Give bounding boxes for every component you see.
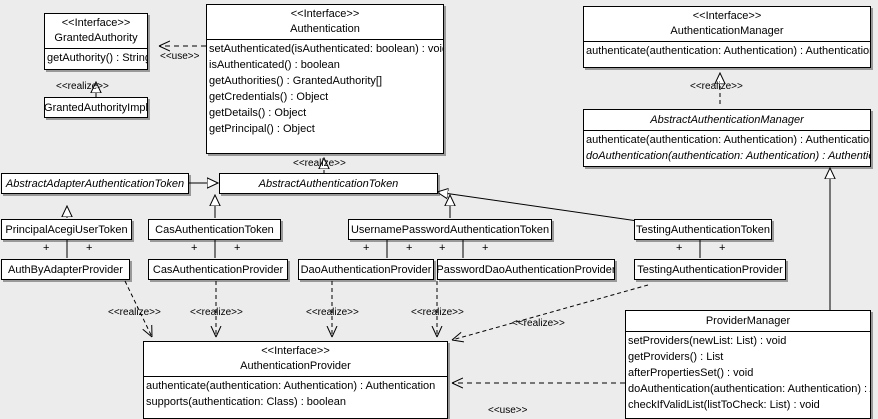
divider	[144, 376, 447, 377]
edge-label-use-granted-authority: <<use>>	[160, 51, 200, 62]
association-marker-plus: +	[86, 242, 93, 254]
class-name-cas-authentication-token: CasAuthenticationToken	[155, 223, 274, 236]
member-do-authentication: doAuthentication(authentication: Authent…	[586, 150, 871, 162]
class-header-authentication-provider: <<Interface>> AuthenticationProvider	[144, 342, 447, 376]
class-name-authentication-manager: AuthenticationManager	[670, 25, 784, 37]
class-box-granted-authority-impl[interactable]: GrantedAuthorityImpl	[44, 97, 148, 118]
class-name-granted-authority: GrantedAuthority	[54, 32, 138, 44]
class-box-cas-authentication-provider[interactable]: CasAuthenticationProvider	[148, 259, 288, 280]
class-box-auth-by-adapter-provider[interactable]: AuthByAdapterProvider	[1, 259, 130, 280]
stereotype-interface: <<Interface>>	[692, 10, 762, 22]
class-name-authentication-provider: AuthenticationProvider	[240, 360, 351, 372]
member-supports: supports(authentication: Class) : boolea…	[146, 396, 346, 408]
class-box-testing-authentication-token[interactable]: TestingAuthenticationToken	[634, 219, 772, 240]
class-name-abstract-authentication-manager: AbstractAuthenticationManager	[650, 114, 804, 126]
member-list-granted-authority: getAuthority() : String	[45, 49, 147, 67]
class-name-authentication: Authentication	[290, 23, 360, 35]
member-check-if-valid-list: checkIfValidList(listToCheck: List) : vo…	[628, 399, 820, 411]
edge-label-realize-provider-1: <<realize>>	[108, 307, 161, 318]
class-box-abstract-authentication-manager[interactable]: AbstractAuthenticationManager authentica…	[583, 109, 871, 167]
class-name-username-password-authentication-token: UsernamePasswordAuthenticationToken	[350, 223, 550, 236]
member-authenticate: authenticate(authentication: Authenticat…	[146, 380, 436, 392]
member-list-provider-manager: setProviders(newList: List) : void getPr…	[626, 332, 870, 414]
stereotype-interface: <<Interface>>	[61, 17, 131, 29]
class-box-authentication-manager[interactable]: <<Interface>> AuthenticationManager auth…	[583, 6, 871, 68]
class-box-principal-acegi-user-token[interactable]: PrincipalAcegiUserToken	[1, 219, 132, 240]
association-marker-plus: +	[191, 242, 198, 254]
member-list-authentication-manager: authenticate(authentication: Authenticat…	[584, 42, 870, 60]
divider	[45, 48, 147, 49]
class-header-provider-manager: ProviderManager	[626, 311, 870, 331]
member-set-providers: setProviders(newList: List) : void	[628, 335, 787, 347]
class-name-dao-authentication-provider: DaoAuthenticationProvider	[300, 263, 432, 276]
association-marker-plus: +	[363, 242, 370, 254]
member-authenticate: authenticate(authentication: Authenticat…	[586, 134, 871, 146]
stereotype-interface: <<Interface>>	[261, 345, 330, 357]
class-name-provider-manager: ProviderManager	[705, 315, 791, 327]
class-box-abstract-authentication-token[interactable]: AbstractAuthenticationToken	[219, 173, 438, 194]
member-list-abstract-authentication-manager: authenticate(authentication: Authenticat…	[584, 131, 870, 165]
class-name-abstract-adapter-authentication-token: AbstractAdapterAuthenticationToken	[5, 177, 185, 190]
edge-label-use-provider-manager: <<use>>	[488, 405, 528, 416]
association-marker-plus: +	[482, 242, 489, 254]
association-marker-plus: +	[719, 242, 726, 254]
association-marker-plus: +	[406, 242, 413, 254]
member-after-properties-set: afterPropertiesSet() : void	[628, 367, 754, 379]
class-box-granted-authority[interactable]: <<Interface>> GrantedAuthority getAuthor…	[44, 13, 148, 70]
class-box-testing-authentication-provider[interactable]: TestingAuthenticationProvider	[634, 259, 786, 280]
class-name-principal-acegi-user-token: PrincipalAcegiUserToken	[5, 223, 128, 236]
divider	[626, 331, 870, 332]
class-header-granted-authority: <<Interface>> GrantedAuthority	[45, 14, 147, 48]
class-name-password-dao-authentication-provider: PasswordDaoAuthenticationProvider	[437, 263, 615, 276]
edge-label-realize-provider-2: <<realize>>	[190, 307, 243, 318]
edge-label-realize-granted-authority: <<realize>>	[56, 81, 109, 92]
class-header-authentication-manager: <<Interface>> AuthenticationManager	[584, 7, 870, 41]
association-marker-plus: +	[439, 242, 446, 254]
class-name-abstract-authentication-token: AbstractAuthenticationToken	[258, 177, 399, 190]
edge-label-realize-authentication-manager: <<realize>>	[690, 81, 743, 92]
member-get-authority: getAuthority() : String	[47, 52, 148, 64]
member-do-authentication: doAuthentication(authentication: Authent…	[628, 383, 870, 395]
association-marker-plus: +	[676, 242, 683, 254]
edge-label-realize-authentication: <<realize>>	[293, 158, 346, 169]
class-box-password-dao-authentication-provider[interactable]: PasswordDaoAuthenticationProvider	[437, 259, 615, 280]
stereotype-interface: <<Interface>>	[290, 8, 360, 20]
class-header-abstract-authentication-manager: AbstractAuthenticationManager	[584, 110, 870, 130]
class-box-abstract-adapter-authentication-token[interactable]: AbstractAdapterAuthenticationToken	[1, 173, 189, 194]
class-box-authentication-provider[interactable]: <<Interface>> AuthenticationProvider aut…	[143, 341, 448, 419]
divider	[207, 39, 443, 40]
association-marker-plus: +	[43, 242, 50, 254]
class-name-cas-authentication-provider: CasAuthenticationProvider	[152, 263, 284, 276]
divider	[584, 130, 870, 131]
class-header-authentication: <<Interface>> Authentication	[207, 5, 443, 39]
member-is-authenticated: isAuthenticated() : boolean	[209, 59, 340, 71]
class-box-dao-authentication-provider[interactable]: DaoAuthenticationProvider	[298, 259, 434, 280]
association-marker-plus: +	[234, 242, 241, 254]
edge-label-realize-provider-5: <<realize>>	[512, 318, 565, 329]
class-name-auth-by-adapter-provider: AuthByAdapterProvider	[8, 263, 123, 276]
class-name-granted-authority-impl: GrantedAuthorityImpl	[44, 101, 148, 114]
divider	[584, 41, 870, 42]
member-list-authentication: setAuthenticated(isAuthenticated: boolea…	[207, 40, 443, 138]
member-get-principal: getPrincipal() : Object	[209, 123, 315, 135]
class-name-testing-authentication-token: TestingAuthenticationToken	[636, 223, 770, 236]
class-name-testing-authentication-provider: TestingAuthenticationProvider	[637, 263, 783, 276]
edge-label-realize-provider-3: <<realize>>	[306, 307, 359, 318]
member-get-providers: getProviders() : List	[628, 351, 724, 363]
class-box-authentication[interactable]: <<Interface>> Authentication setAuthenti…	[206, 4, 444, 154]
member-get-authorities: getAuthorities() : GrantedAuthority[]	[209, 75, 383, 87]
member-get-details: getDetails() : Object	[209, 107, 307, 119]
member-list-authentication-provider: authenticate(authentication: Authenticat…	[144, 377, 447, 411]
class-box-provider-manager[interactable]: ProviderManager setProviders(newList: Li…	[625, 310, 871, 419]
member-authenticate: authenticate(authentication: Authenticat…	[586, 45, 871, 57]
edge-label-realize-provider-4: <<realize>>	[411, 307, 464, 318]
class-box-username-password-authentication-token[interactable]: UsernamePasswordAuthenticationToken	[348, 219, 552, 240]
class-box-cas-authentication-token[interactable]: CasAuthenticationToken	[148, 219, 281, 240]
member-set-authenticated: setAuthenticated(isAuthenticated: boolea…	[209, 43, 444, 55]
member-get-credentials: getCredentials() : Object	[209, 91, 329, 103]
